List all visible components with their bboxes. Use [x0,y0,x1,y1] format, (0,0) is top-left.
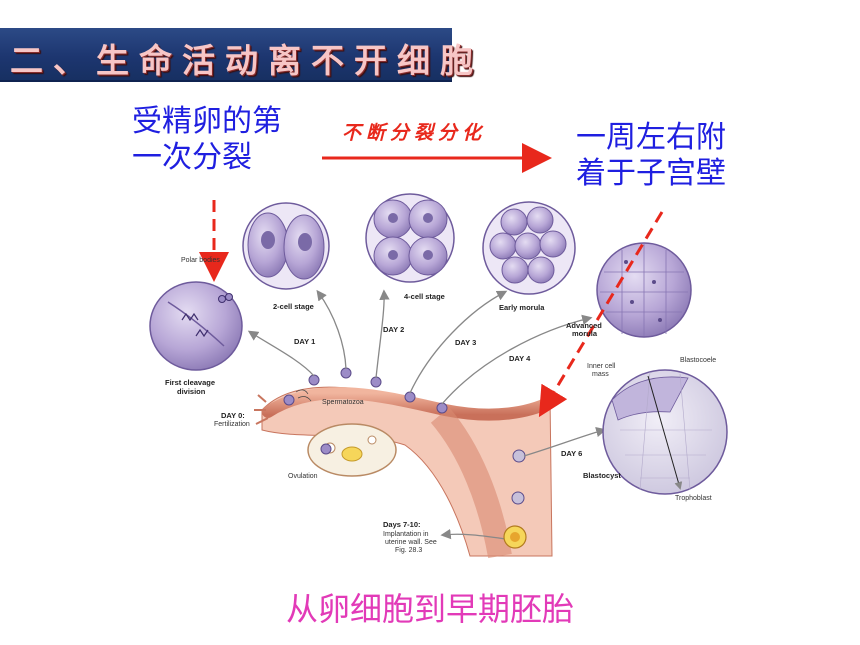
implantation-line-1: 一周左右附 [576,120,726,155]
figure-caption: 从卵细胞到早期胚胎 [285,590,574,628]
label-inner-cell-mass-1: Inner cell [587,363,616,370]
advanced-morula [596,242,692,338]
label-ovulation: Ovulation [288,473,318,480]
stage-callout-arrows [247,289,607,541]
label-day-2: DAY 2 [383,325,404,334]
slide-title: 二、生命活动离不开细胞 [10,41,483,80]
implantation-line-2: 着于子宫壁 [576,156,726,191]
early-morula [482,201,576,295]
label-implantation-2: uterine wall. See [385,539,437,546]
label-inner-cell-mass-2: mass [592,371,609,378]
first-division-line-2: 一次分裂 [132,140,252,175]
first-division-line-1: 受精卵的第 [132,104,282,139]
label-first-cleavage-2: division [177,387,206,396]
division-arrow-label: 不断分裂分化 [342,122,487,144]
title-banner: 二、生命活动离不开细胞 [0,28,473,82]
label-day-1: DAY 1 [294,337,315,346]
label-day-4: DAY 4 [509,354,531,363]
label-blastocoele: Blastocoele [680,357,716,364]
label-implantation-1: Implantation in [383,531,429,538]
implantation-annotation: 一周左右附 着于子宫壁 [576,120,726,192]
label-implantation-3: Fig. 28.3 [395,547,422,554]
label-day-0: DAY 0: [221,411,245,420]
first-division-annotation: 受精卵的第 一次分裂 [132,104,282,176]
label-advanced-morula-1: Advanced [566,321,602,330]
implantation-site [503,525,527,549]
label-trophoblast: Trophoblast [675,495,712,502]
label-early-morula: Early morula [499,303,545,312]
label-four-cell: 4-cell stage [404,292,445,301]
label-polar-bodies: Polar bodies [181,257,220,264]
label-two-cell: 2-cell stage [273,302,314,311]
label-spermatozoa: Spermatozoa [322,399,364,406]
first-cleavage-cell [149,281,243,371]
label-blastocyst: Blastocyst [583,471,621,480]
blastocyst [602,369,728,495]
implantation-pointer [538,211,664,418]
label-days-7-10: Days 7-10: [383,520,421,529]
four-cell-embryo [365,193,455,283]
tube-embryos [283,367,526,505]
two-cell-embryo [242,202,330,290]
label-fertilization: Fertilization [214,421,250,428]
label-day-3: DAY 3 [455,338,476,347]
label-day-6: DAY 6 [561,449,582,458]
label-first-cleavage-1: First cleavage [165,378,215,387]
label-advanced-morula-2: morula [572,329,598,338]
